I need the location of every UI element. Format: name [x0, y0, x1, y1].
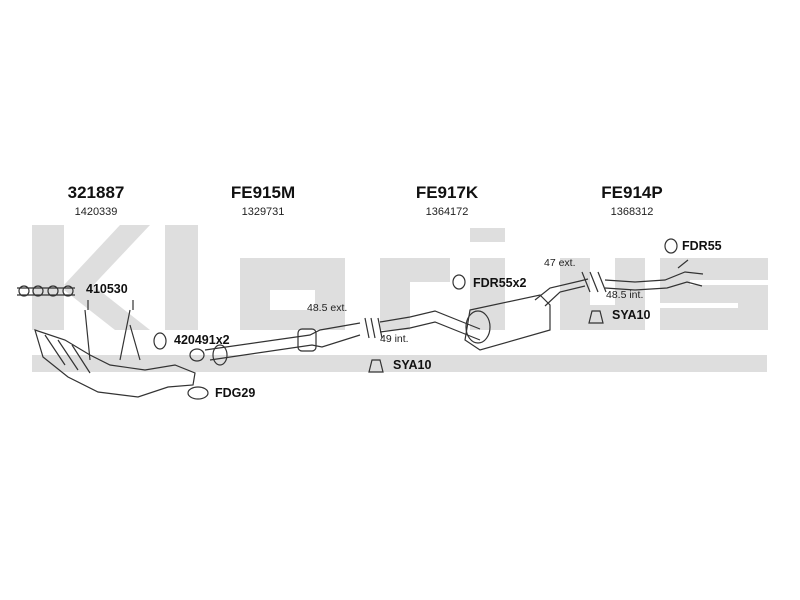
part-label-clamp-mid: SYA10: [393, 358, 432, 372]
mount-front-shape: [153, 332, 167, 350]
klarius-watermark-logo: [32, 225, 768, 372]
dimension-front-int: 49 int.: [380, 333, 409, 345]
dimension-rear-int: 48.5 int.: [606, 289, 644, 301]
middle-silencer-shape: [464, 294, 551, 351]
clamp-rear-shape: [588, 310, 604, 324]
group-code: 321887: [67, 183, 125, 202]
parts-drawing: [17, 238, 704, 400]
part-label-clamp-rear: SYA10: [612, 308, 651, 322]
clamp-mid-shape: [368, 359, 384, 373]
part-label-gasket: 410530: [86, 282, 128, 296]
flange-gasket-shape: [187, 386, 209, 400]
group-ref: 1364172: [425, 206, 469, 218]
mount-rear-shape: [664, 238, 678, 254]
manifold-catalyst-shape: [34, 329, 196, 398]
group-ref: 1329731: [241, 206, 285, 218]
part-label-flange-gasket: FDG29: [215, 386, 256, 400]
rear-pipe-shape: [604, 259, 704, 291]
group-code: FE915M: [230, 183, 296, 202]
part-label-mount-rear: FDR55: [682, 239, 722, 253]
group-code: FE914P: [601, 183, 663, 202]
dimension-front-ext: 48.5 ext.: [307, 302, 348, 314]
group-code: FE917K: [415, 183, 479, 202]
front-pipe-shape: [204, 322, 361, 361]
mount-mid-shape: [452, 274, 466, 290]
part-label-mount-mid: FDR55x2: [473, 276, 527, 290]
group-ref: 1420339: [74, 206, 118, 218]
dimension-rear-ext: 47 ext.: [544, 257, 576, 269]
part-label-mount-front: 420491x2: [174, 333, 230, 347]
group-ref: 1368312: [610, 206, 654, 218]
